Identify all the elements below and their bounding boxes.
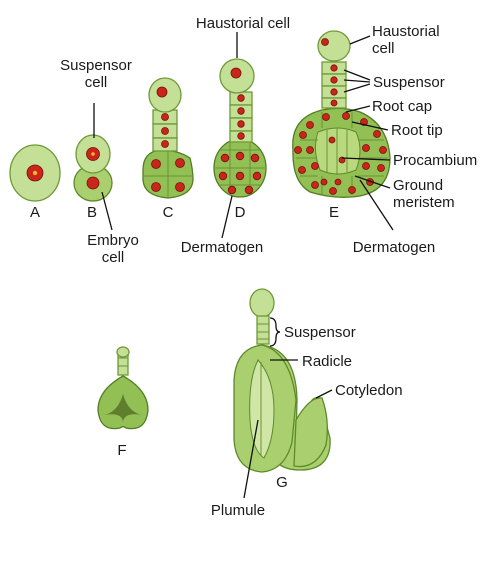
label-suspensor-cell-1: Suspensor <box>60 57 132 74</box>
label-plumule: Plumule <box>211 502 265 519</box>
label-radicle: Radicle <box>302 353 352 370</box>
stage-label-f: F <box>117 442 126 459</box>
label-cotyledon: Cotyledon <box>335 382 403 399</box>
stage-label-a: A <box>30 204 40 221</box>
label-ground-meristem-2: meristem <box>393 194 455 211</box>
label-haustorial-cell-e-1: Haustorial <box>372 23 440 40</box>
label-haustorial-cell-e-2: cell <box>372 40 395 57</box>
label-embryo-cell-2: cell <box>102 249 125 266</box>
stage-d: D <box>213 32 267 239</box>
label-procambium: Procambium <box>393 152 477 169</box>
label-root-cap: Root cap <box>372 98 432 115</box>
label-haustorial-cell-d: Haustorial cell <box>196 15 290 32</box>
label-embryo-cell-1: Embryo <box>87 232 139 249</box>
label-suspensor-g: Suspensor <box>284 324 356 341</box>
label-root-tip: Root tip <box>391 122 443 139</box>
stage-label-e: E <box>329 204 339 221</box>
stage-label-b: B <box>87 204 97 221</box>
stage-b-two-cell: B <box>73 103 113 231</box>
label-ground-meristem-1: Ground <box>393 177 443 194</box>
label-suspensor-e: Suspensor <box>373 74 445 91</box>
stage-a-zygote: A <box>9 144 61 221</box>
labels: Haustorial cell Haustorial cell Suspenso… <box>60 15 477 519</box>
stage-g-mature: G <box>233 288 333 499</box>
stage-label-d: D <box>235 204 246 221</box>
stage-label-c: C <box>163 204 174 221</box>
stage-label-g: G <box>276 474 288 491</box>
label-dermatogen-e: Dermatogen <box>353 239 436 256</box>
stage-f-heart: F <box>97 346 149 459</box>
label-suspensor-cell-2: cell <box>85 74 108 91</box>
label-dermatogen-d: Dermatogen <box>181 239 264 256</box>
stage-e: E <box>292 30 394 231</box>
stage-c: C <box>142 77 194 221</box>
